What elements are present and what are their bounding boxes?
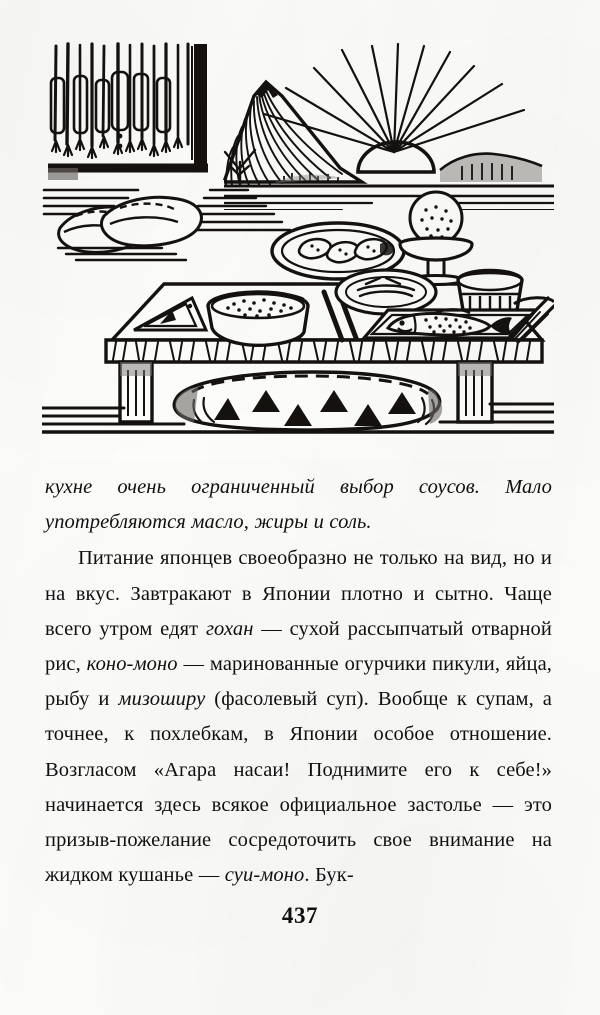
rice-bowl xyxy=(206,290,310,347)
paragraph-segment-5: . Бук- xyxy=(304,864,354,887)
floor-foreground xyxy=(42,402,554,434)
term-gohan: гохан xyxy=(205,617,254,640)
body-text: кухне очень ограниченный выбор соусов. М… xyxy=(45,470,552,893)
paragraph-segment-2: — сухой рассыпчатый отварной рис, xyxy=(45,617,552,676)
slippers-pair xyxy=(56,195,203,262)
paragraph-segment-3: — маринованные огурчики пикули, яйца, ры… xyxy=(45,653,552,711)
paragraph-segment-1: Питание японцев своеобразно не только на… xyxy=(45,547,552,640)
pedestal-dish xyxy=(398,190,474,286)
lead-italic-run: кухне очень ограниченный выбор соусов. М… xyxy=(45,476,552,534)
lead-italic-paragraph: кухне очень ограниченный выбор соусов. М… xyxy=(45,470,552,540)
chapter-illustration xyxy=(42,40,554,460)
folded-napkin xyxy=(133,295,209,332)
mount-fuji xyxy=(220,42,554,210)
term-suimono: суи-моно xyxy=(224,864,305,887)
fish-platter xyxy=(360,308,540,340)
main-paragraph: Питание японцев своеобразно не только на… xyxy=(45,541,552,893)
hanging-scroll-banner xyxy=(48,42,208,180)
side-dish xyxy=(334,268,438,316)
cushion-under-table xyxy=(172,370,443,432)
rolled-mat xyxy=(508,296,554,344)
term-konomono: коно-моно xyxy=(86,653,178,676)
paragraph-segment-4: (фасолевый суп). Вообще к супам, а точне… xyxy=(45,688,552,887)
term-mizoshiru: мизоширу xyxy=(118,688,206,711)
edge-plate xyxy=(513,296,554,306)
page-number: 437 xyxy=(281,903,319,928)
